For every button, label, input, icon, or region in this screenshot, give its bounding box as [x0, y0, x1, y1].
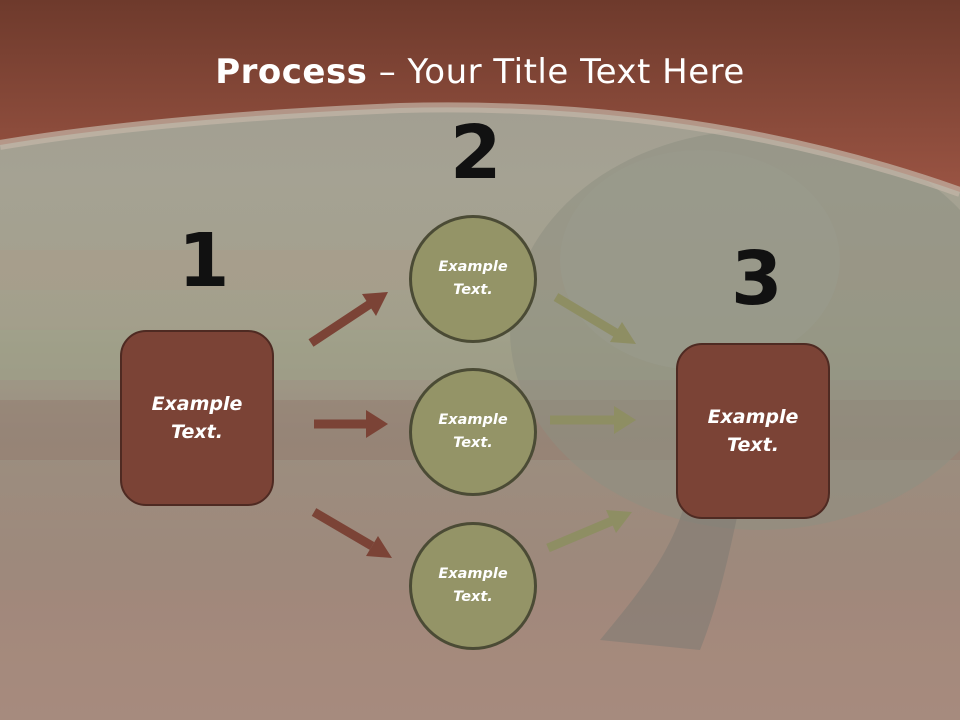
- step-3-label: Example Text.: [707, 405, 799, 457]
- step-number-1: 1: [178, 218, 230, 304]
- arrow-middle-to-3: [550, 406, 636, 434]
- arrow-top-to-3: [553, 293, 636, 344]
- arrow-1-to-middle: [314, 410, 388, 438]
- step-2-label-middle: Example Text.: [438, 411, 508, 451]
- step-3-box: Example Text.: [676, 343, 830, 519]
- step-1-label: Example Text.: [151, 392, 243, 444]
- step-2-circle-top: Example Text.: [409, 215, 537, 343]
- arrow-1-to-top: [308, 292, 388, 347]
- slide-title: Process – Your Title Text Here: [0, 52, 960, 92]
- step-2-circle-bottom: Example Text.: [409, 522, 537, 650]
- step-2-label-bottom: Example Text.: [438, 565, 508, 605]
- step-number-3: 3: [731, 236, 783, 322]
- step-2-label-top: Example Text.: [438, 258, 508, 298]
- arrow-1-to-bottom: [311, 508, 392, 558]
- title-bold: Process: [215, 52, 368, 92]
- arrow-bottom-to-3: [546, 510, 632, 553]
- step-number-2: 2: [450, 110, 502, 196]
- title-rest: – Your Title Text Here: [367, 52, 745, 92]
- step-1-box: Example Text.: [120, 330, 274, 506]
- step-2-circle-middle: Example Text.: [409, 368, 537, 496]
